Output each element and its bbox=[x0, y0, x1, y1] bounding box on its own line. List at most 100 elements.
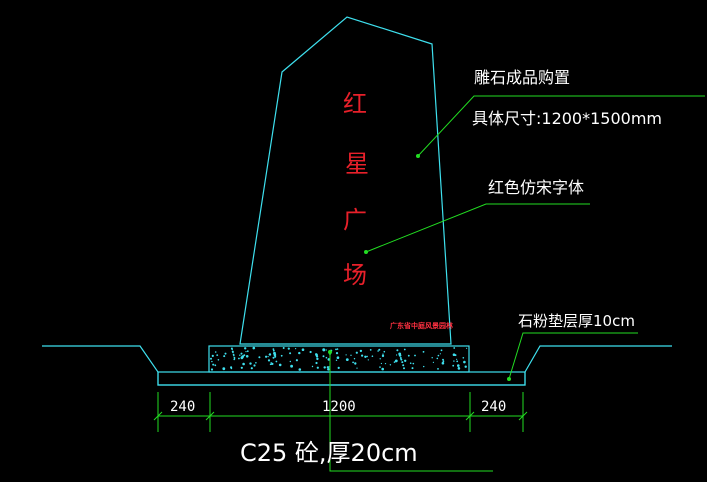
font-note: 红色仿宋字体 bbox=[488, 178, 584, 197]
concrete-slab bbox=[157, 371, 526, 386]
hatch-speck bbox=[404, 359, 407, 362]
hatch-speck bbox=[224, 352, 227, 355]
hatch-speck bbox=[345, 358, 349, 361]
hatch-speck bbox=[275, 360, 278, 363]
hatch-speck bbox=[252, 346, 256, 350]
hatch-speck bbox=[328, 366, 330, 368]
hatch-speck bbox=[242, 362, 245, 366]
hatch-speck bbox=[356, 367, 358, 369]
hatch-speck bbox=[289, 360, 291, 363]
hatch-speck bbox=[437, 368, 439, 370]
hatch-speck bbox=[381, 367, 385, 371]
hatch-speck bbox=[238, 357, 240, 360]
hatch-speck bbox=[337, 366, 340, 369]
hatch-speck bbox=[380, 362, 382, 365]
hatch-speck bbox=[396, 354, 398, 356]
hatch-speck bbox=[396, 349, 399, 352]
hatch-speck bbox=[245, 355, 249, 358]
leader-dot-stone bbox=[416, 154, 420, 158]
hatch-speck bbox=[458, 366, 460, 369]
hatch-speck bbox=[269, 363, 272, 366]
hatch-speck bbox=[315, 355, 319, 358]
leader-dot-bedding bbox=[507, 377, 511, 381]
leader-concrete bbox=[329, 352, 493, 472]
hatch-speck bbox=[442, 358, 444, 361]
hatch-speck bbox=[223, 355, 226, 358]
hatch-speck bbox=[216, 354, 219, 356]
dim-left: 240 bbox=[170, 399, 195, 415]
hatch-speck bbox=[379, 358, 381, 360]
hatch-speck bbox=[222, 367, 226, 371]
hatch-speck bbox=[327, 368, 330, 371]
hatch-speck bbox=[233, 355, 235, 357]
hatch-speck bbox=[210, 368, 214, 371]
hatch-speck bbox=[295, 359, 298, 362]
hatch-speck bbox=[272, 348, 275, 350]
hatch-speck bbox=[241, 355, 244, 358]
stone-powder-bedding bbox=[208, 345, 470, 373]
leader-stone bbox=[417, 95, 705, 157]
hatch-speck bbox=[265, 355, 268, 358]
hatch-speck bbox=[464, 365, 467, 368]
hatch-speck bbox=[214, 351, 217, 353]
hatch-speck bbox=[379, 366, 381, 368]
hatch-speck bbox=[411, 367, 414, 370]
hatch-speck bbox=[364, 355, 367, 358]
hatch-speck bbox=[440, 349, 443, 352]
hatch-speck bbox=[245, 351, 247, 353]
hatch-speck bbox=[366, 355, 368, 358]
hatch-speck bbox=[383, 350, 386, 353]
carved-stone-outline bbox=[239, 16, 452, 345]
hatch-speck bbox=[452, 353, 456, 357]
hatch-speck bbox=[462, 357, 465, 359]
hatch-speck bbox=[322, 348, 326, 352]
hatch-speck bbox=[315, 361, 318, 365]
hatch-speck bbox=[431, 357, 433, 359]
hatch-speck bbox=[403, 367, 405, 370]
hatch-speck bbox=[287, 347, 290, 350]
hatch-speck bbox=[232, 351, 234, 354]
hatch-speck bbox=[290, 364, 293, 368]
hatch-speck bbox=[398, 354, 402, 357]
hatch-speck bbox=[298, 368, 302, 371]
hatch-speck bbox=[354, 362, 357, 365]
hatch-speck bbox=[230, 367, 233, 370]
hatch-speck bbox=[361, 354, 364, 357]
leader-font bbox=[365, 203, 590, 253]
hatch-speck bbox=[399, 357, 402, 359]
bedding-hatch bbox=[210, 346, 468, 371]
dim-right: 240 bbox=[481, 399, 506, 415]
hatch-speck bbox=[423, 365, 425, 368]
hatch-speck bbox=[249, 362, 252, 365]
hatch-speck bbox=[384, 363, 387, 365]
stone-size: 具体尺寸:1200*1500mm bbox=[472, 109, 662, 128]
hatch-speck bbox=[414, 354, 416, 357]
hatch-speck bbox=[402, 364, 405, 367]
hatch-speck bbox=[442, 360, 445, 363]
hatch-speck bbox=[322, 355, 325, 358]
hatch-speck bbox=[233, 356, 236, 359]
hatch-speck bbox=[214, 364, 217, 367]
hatch-speck bbox=[274, 355, 277, 358]
hatch-speck bbox=[456, 360, 459, 363]
hatch-speck bbox=[335, 359, 338, 361]
dimension-line bbox=[153, 392, 528, 432]
hatch-speck bbox=[369, 349, 372, 351]
stone-char-2: 星 bbox=[345, 150, 369, 178]
hatch-speck bbox=[463, 361, 466, 364]
hatch-speck bbox=[243, 354, 246, 357]
hatch-speck bbox=[309, 350, 312, 354]
hatch-speck bbox=[258, 356, 261, 359]
stone-char-4: 场 bbox=[343, 261, 367, 289]
hatch-speck bbox=[393, 361, 396, 363]
concrete-note: C25 砼,厚20cm bbox=[240, 439, 418, 467]
hatch-speck bbox=[211, 354, 214, 357]
hatch-speck bbox=[253, 364, 256, 367]
hatch-speck bbox=[211, 360, 213, 363]
hatch-speck bbox=[381, 354, 385, 358]
hatch-speck bbox=[335, 348, 337, 351]
hatch-speck bbox=[377, 350, 379, 352]
hatch-speck bbox=[337, 356, 340, 359]
hatch-speck bbox=[457, 364, 460, 367]
hatch-speck bbox=[437, 354, 440, 357]
